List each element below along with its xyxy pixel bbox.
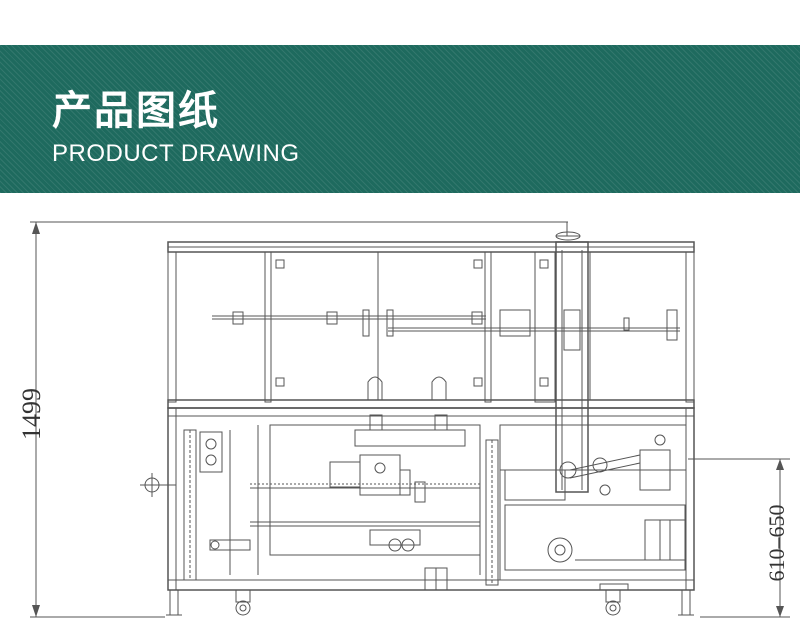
page-title-en: PRODUCT DRAWING (52, 140, 300, 167)
height-dimension-line (30, 221, 568, 618)
header-banner (0, 45, 800, 193)
dimension-height-label: 1499 (17, 388, 46, 440)
lift-column (555, 222, 589, 493)
legs-casters (166, 583, 694, 616)
dimension-range-label: 610–650 (764, 504, 789, 582)
range-dimension-line (688, 458, 790, 618)
page-title-cn: 产品图纸 (52, 88, 220, 134)
lower-cabinet (140, 407, 695, 591)
upper-hood (167, 241, 695, 409)
